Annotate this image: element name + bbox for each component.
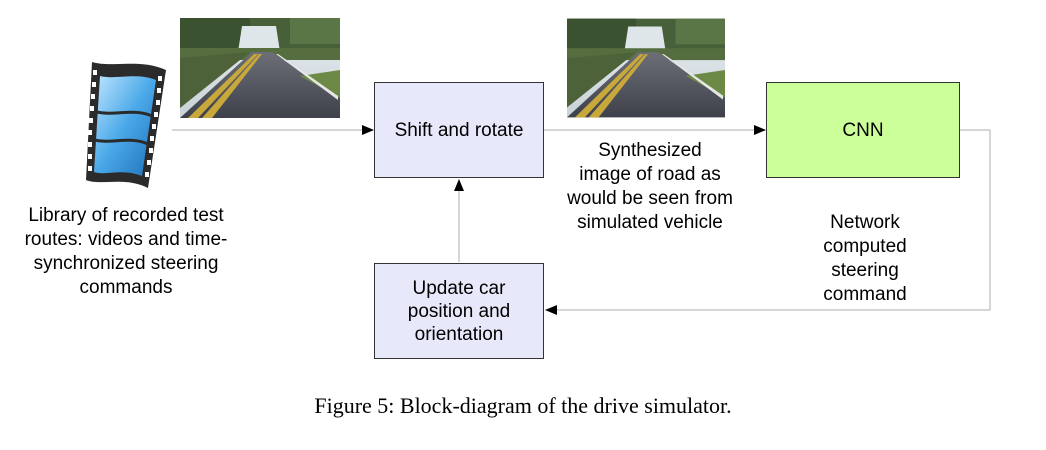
update-car-label: Update car position and orientation bbox=[407, 277, 511, 345]
synthesized-label: Synthesized image of road as would be se… bbox=[567, 140, 733, 233]
library-label: Library of recorded test routes: videos … bbox=[24, 205, 228, 298]
road-image-1 bbox=[180, 18, 340, 118]
film-strip-icon bbox=[86, 62, 166, 188]
connectors bbox=[172, 125, 991, 315]
update-car-box: Update car position and orientation bbox=[374, 263, 544, 359]
figure-caption: Figure 5: Block-diagram of the drive sim… bbox=[314, 393, 732, 418]
network-label: Network computed steering command bbox=[823, 212, 907, 305]
shift-and-rotate-box: Shift and rotate bbox=[374, 82, 544, 178]
arrow-cnn-to-update bbox=[545, 129, 991, 315]
cnn-box: CNN bbox=[766, 82, 960, 178]
road-image-2 bbox=[567, 18, 725, 118]
